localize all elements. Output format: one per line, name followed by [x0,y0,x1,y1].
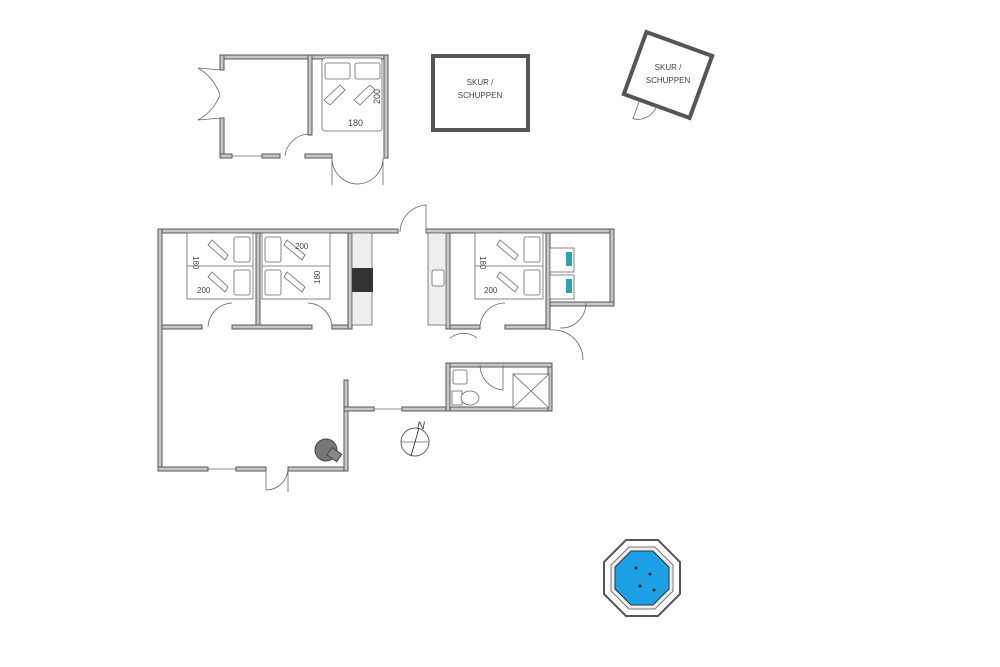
bed-length-label: 200 [197,286,211,295]
shed-label: SCHUPPEN [646,76,691,85]
dryer-door [566,279,572,293]
bathroom-sink-icon [452,369,468,385]
wood-stove-icon [314,438,343,463]
door [559,302,587,329]
bedroom-2: 200 180 [261,232,331,300]
bed-width-label: 180 [191,256,200,270]
door [479,364,504,391]
compass-icon: N [400,420,430,457]
shower-icon [512,373,550,409]
shed-label: SKUR / [467,78,494,87]
shed-label: SKUR / [655,63,682,72]
door [549,329,584,361]
toilet-icon [460,390,480,406]
bed-length-label: 200 [372,89,382,104]
double-bed: 180 200 [321,57,383,132]
hot-tub-icon [603,539,681,617]
bed-length-label: 200 [484,286,498,295]
shed-label: SCHUPPEN [458,91,503,100]
door [479,302,506,328]
shed: SKUR / SCHUPPEN [431,54,530,132]
bedroom-1: 180 200 [186,232,254,300]
washer-door [566,252,572,266]
bed-length-label: 200 [295,242,309,251]
hob-icon [352,268,373,292]
double-door [331,157,384,185]
door [207,302,233,328]
main-house: 180 200 200 180 180 200 [157,204,615,492]
double-door [197,67,223,121]
sink-icon [431,269,445,287]
shed: SKUR / SCHUPPEN [621,29,715,121]
bed-width-label: 180 [478,256,487,270]
door [284,133,309,157]
bedroom-3: 180 200 [474,232,544,300]
entrance-door [399,204,427,233]
door [307,302,333,328]
annex: 180 200 [197,54,389,185]
bed-width-label: 180 [313,270,322,284]
bed-width-label: 180 [348,118,363,128]
terrace-door [265,468,289,492]
north-label: N [417,420,425,432]
toilet-tank [451,390,463,406]
door [449,332,478,339]
